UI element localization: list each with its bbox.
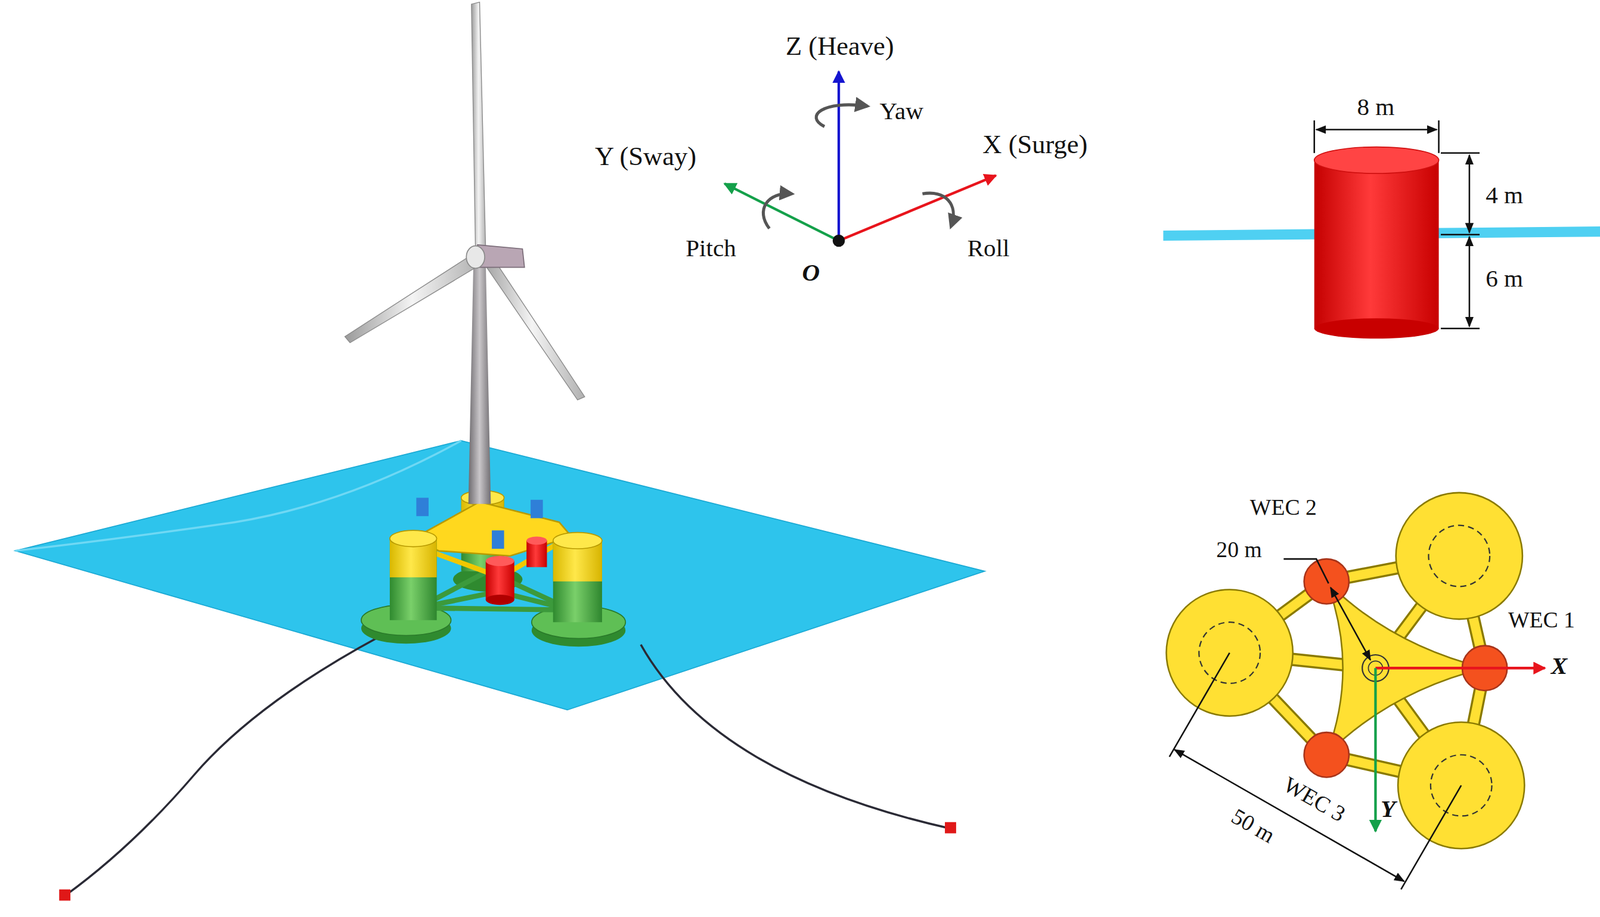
floating-platform-part	[389, 530, 437, 547]
floating-platform-part	[485, 556, 515, 567]
wec-cylinder	[1163, 147, 1600, 340]
sea-surface	[15, 441, 985, 711]
top-view-axes	[1375, 668, 1545, 832]
wec-cylinder-part	[1314, 147, 1440, 175]
top-view-dimensions-part	[1283, 559, 1329, 584]
dimension-label: 8 m	[1357, 93, 1395, 121]
floating-platform-part	[485, 561, 515, 601]
floating-platform-part	[553, 540, 603, 623]
floating-platform	[361, 490, 626, 647]
wind-turbine-part	[468, 260, 492, 505]
top-view-platform-part	[1304, 732, 1350, 778]
top-view-dimensions-part	[1400, 785, 1462, 891]
wind-turbine-part	[345, 255, 480, 343]
wec-cylinder-part	[1314, 318, 1440, 339]
rotation-arrows	[763, 104, 954, 229]
wind-turbine-part	[471, 1, 486, 253]
dimension-label: 4 m	[1485, 181, 1524, 209]
rotation-arrows-part	[816, 104, 868, 127]
top-view-dimensions-part	[1330, 587, 1371, 661]
floating-platform-part	[389, 538, 437, 621]
axis-label: X	[1551, 652, 1568, 680]
top-view-dimensions-part	[1169, 653, 1230, 758]
top-view-platform-part	[1304, 559, 1350, 604]
top-view-platform-part	[1428, 525, 1490, 588]
dimension-lines-part	[1316, 128, 1437, 131]
dimension-lines-part	[1437, 120, 1440, 154]
dimension-lines	[1314, 120, 1480, 329]
sea-surface-part	[15, 441, 985, 711]
wind-turbine-part	[466, 246, 485, 269]
mooring-lines-part	[640, 645, 950, 829]
top-view-platform	[1166, 492, 1525, 849]
coordinate-axes-part	[838, 175, 997, 241]
floating-platform-part	[416, 497, 429, 517]
wind-turbine	[345, 1, 585, 504]
dimension-lines-part	[1468, 154, 1471, 233]
dimension-lines-part	[1440, 152, 1480, 155]
wec-label: WEC 3	[1279, 772, 1350, 828]
sea-surface-part	[15, 441, 462, 552]
top-view-axes-part	[1374, 668, 1377, 832]
mooring-lines-part	[65, 636, 380, 896]
top-view-axes-part	[1375, 667, 1545, 670]
mooring-lines-part	[944, 822, 957, 834]
coordinate-axes-part	[724, 183, 839, 241]
rotation-label: Roll	[967, 234, 1010, 262]
mooring-lines-part	[59, 890, 71, 902]
wec-label: WEC 1	[1508, 608, 1575, 633]
axis-label: Z (Heave)	[785, 32, 895, 62]
dimension-label: 20 m	[1216, 537, 1262, 563]
rotation-label: Yaw	[879, 97, 923, 125]
wec-cylinder-part	[1314, 160, 1440, 329]
floating-platform-part	[526, 536, 547, 545]
rotation-arrows-part	[763, 193, 792, 229]
coordinate-axes-part	[837, 71, 840, 241]
wec-label: WEC 2	[1250, 495, 1317, 521]
floating-platform-part	[553, 532, 603, 550]
mooring-lines	[59, 636, 957, 901]
floating-platform-part	[530, 500, 544, 519]
wind-turbine-part	[479, 253, 585, 400]
axis-label: Y (Sway)	[594, 143, 697, 173]
floating-platform-part-part	[418, 608, 572, 610]
dimension-label: 6 m	[1485, 265, 1524, 293]
origin-dot	[832, 234, 846, 248]
top-view-dimensions	[1169, 559, 1462, 891]
rotation-label: Pitch	[685, 234, 736, 262]
rotation-arrows-part	[922, 193, 954, 227]
coordinate-axes	[724, 71, 996, 241]
dimension-label: 50 m	[1227, 804, 1280, 849]
floating-platform-part	[491, 530, 505, 550]
dimension-lines-part	[1468, 236, 1471, 327]
axis-label: Y	[1380, 795, 1396, 823]
floating-platform-part	[485, 594, 515, 606]
dimension-lines-part	[1440, 233, 1480, 236]
axis-label: X (Surge)	[982, 130, 1088, 160]
dimension-lines-part	[1440, 327, 1480, 330]
origin-label: O	[801, 259, 820, 287]
top-view-dimensions-part	[1174, 749, 1404, 882]
top-view-platform-part	[1396, 492, 1523, 620]
dimension-lines-part	[1313, 120, 1316, 154]
